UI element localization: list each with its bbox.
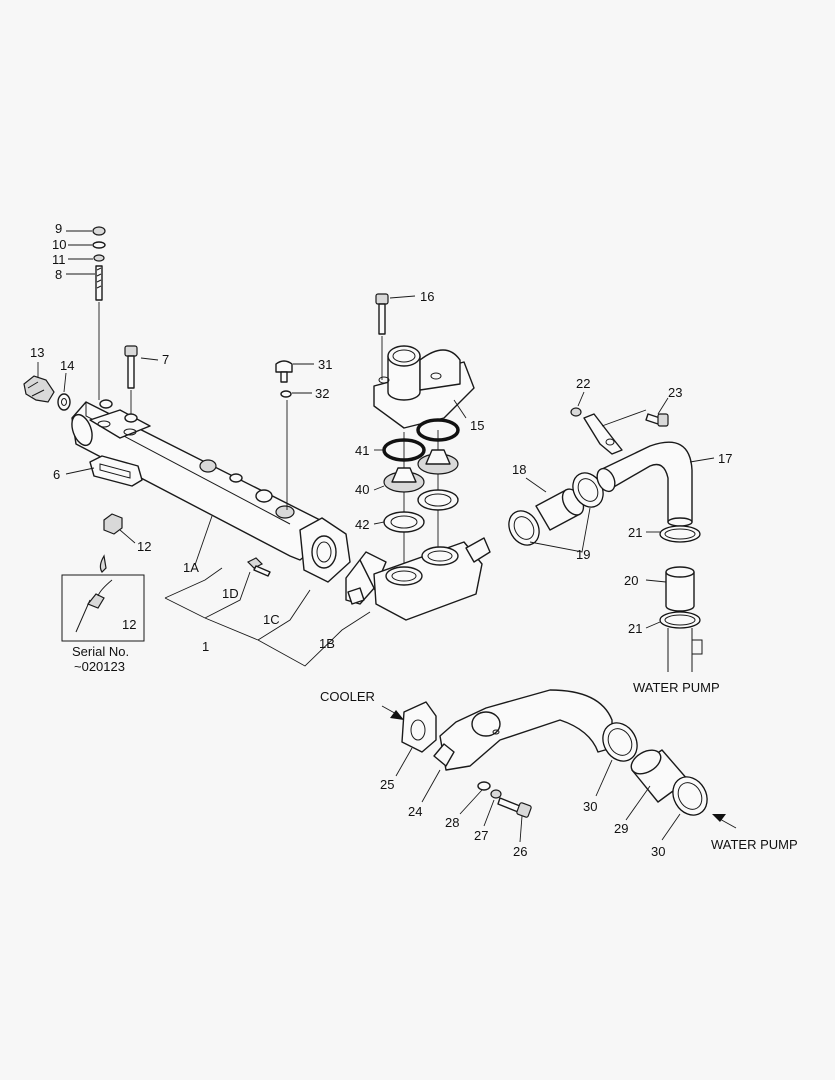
label-26: 26 <box>513 844 527 859</box>
part-15-thermostat-housing <box>373 345 475 429</box>
part-20-hose <box>665 566 695 612</box>
label-24: 24 <box>408 804 422 819</box>
stud-assembly <box>92 226 106 400</box>
part-28-washer <box>477 781 491 791</box>
water-pump-stub-top <box>667 628 703 672</box>
label-8: 8 <box>55 267 62 282</box>
label-1: 1 <box>202 639 209 654</box>
label-22: 22 <box>576 376 590 391</box>
serial-number-line1: Serial No. <box>72 644 129 659</box>
label-27: 27 <box>474 828 488 843</box>
label-1A: 1A <box>183 560 199 575</box>
part-16-bolt <box>375 293 389 380</box>
part-14-gasket <box>57 393 71 411</box>
label-19: 19 <box>576 547 590 562</box>
label-16: 16 <box>420 289 434 304</box>
part-17-pipe <box>583 413 693 527</box>
label-1D: 1D <box>222 586 239 601</box>
label-21-upper: 21 <box>628 525 642 540</box>
part-32-o-ring <box>280 390 292 398</box>
label-28: 28 <box>445 815 459 830</box>
water-pump-label-top: WATER PUMP <box>633 680 720 695</box>
part-26-bolt <box>497 797 532 818</box>
part-8-stud <box>95 265 103 301</box>
part-21-clamp-lower <box>659 611 701 629</box>
assembly-bracket-lines <box>164 515 371 667</box>
part-30-clamp-upper <box>602 722 638 762</box>
label-30-lower: 30 <box>651 844 665 859</box>
label-12-inset: 12 <box>122 617 136 632</box>
part-27-lock-washer <box>490 789 502 799</box>
part-11-lock-washer <box>93 254 105 262</box>
label-11: 11 <box>52 252 66 267</box>
drain-plug-assembly <box>23 375 71 411</box>
label-25: 25 <box>380 777 394 792</box>
part-42-gasket-left <box>383 511 425 533</box>
label-9: 9 <box>55 221 62 236</box>
part-12-nipple <box>103 513 123 535</box>
part-23-bolt <box>645 413 669 427</box>
label-41: 41 <box>355 443 369 458</box>
serial-number-line2: ~020123 <box>74 659 125 674</box>
label-15: 15 <box>470 418 484 433</box>
part-1D-bolt <box>246 557 271 577</box>
part-31-bolt <box>275 360 293 383</box>
part-19-clamp-left <box>508 510 540 546</box>
serial-inset <box>61 554 145 642</box>
part-labels: 9 10 11 8 13 14 7 6 12 1A 1D 1C 1 1B 31 … <box>30 221 732 859</box>
part-30-clamp-lower <box>672 776 708 816</box>
label-40: 40 <box>355 482 369 497</box>
label-6: 6 <box>53 467 60 482</box>
water-pump-label-bottom: WATER PUMP <box>711 837 798 852</box>
part-21-clamp-upper <box>659 525 701 543</box>
part-42-gasket-right <box>417 489 459 511</box>
part-7-bolt <box>124 345 138 415</box>
label-29: 29 <box>614 821 628 836</box>
cooler-arrow <box>381 705 404 720</box>
part-10-washer <box>92 241 106 249</box>
notes: Serial No. ~020123 WATER PUMP COOLER WAT… <box>72 644 798 852</box>
label-13: 13 <box>30 345 44 360</box>
part-9-nut <box>92 226 106 236</box>
label-18: 18 <box>512 462 526 477</box>
part-25-gasket <box>401 701 437 753</box>
part-40-thermostats <box>383 449 459 493</box>
label-7: 7 <box>162 352 169 367</box>
thermostat-case <box>373 537 491 621</box>
part-6-gasket <box>89 455 143 487</box>
part-24-pipe <box>433 689 613 771</box>
part-1A-manifold-pipe <box>71 399 351 583</box>
label-32: 32 <box>315 386 329 401</box>
label-14: 14 <box>60 358 74 373</box>
label-12-top: 12 <box>137 539 151 554</box>
label-30-upper: 30 <box>583 799 597 814</box>
cooler-label: COOLER <box>320 689 375 704</box>
label-20: 20 <box>624 573 638 588</box>
water-pump-bottom-arrow <box>712 814 737 829</box>
part-22-washer <box>570 407 582 417</box>
label-1C: 1C <box>263 612 280 627</box>
label-10: 10 <box>52 237 66 252</box>
label-42: 42 <box>355 517 369 532</box>
label-17: 17 <box>718 451 732 466</box>
label-21-lower: 21 <box>628 621 642 636</box>
label-23: 23 <box>668 385 682 400</box>
part-13-plug <box>23 375 55 403</box>
label-leader-lines <box>37 230 715 843</box>
label-31: 31 <box>318 357 332 372</box>
part-41-o-ring-right <box>416 418 460 442</box>
label-1B: 1B <box>319 636 335 651</box>
